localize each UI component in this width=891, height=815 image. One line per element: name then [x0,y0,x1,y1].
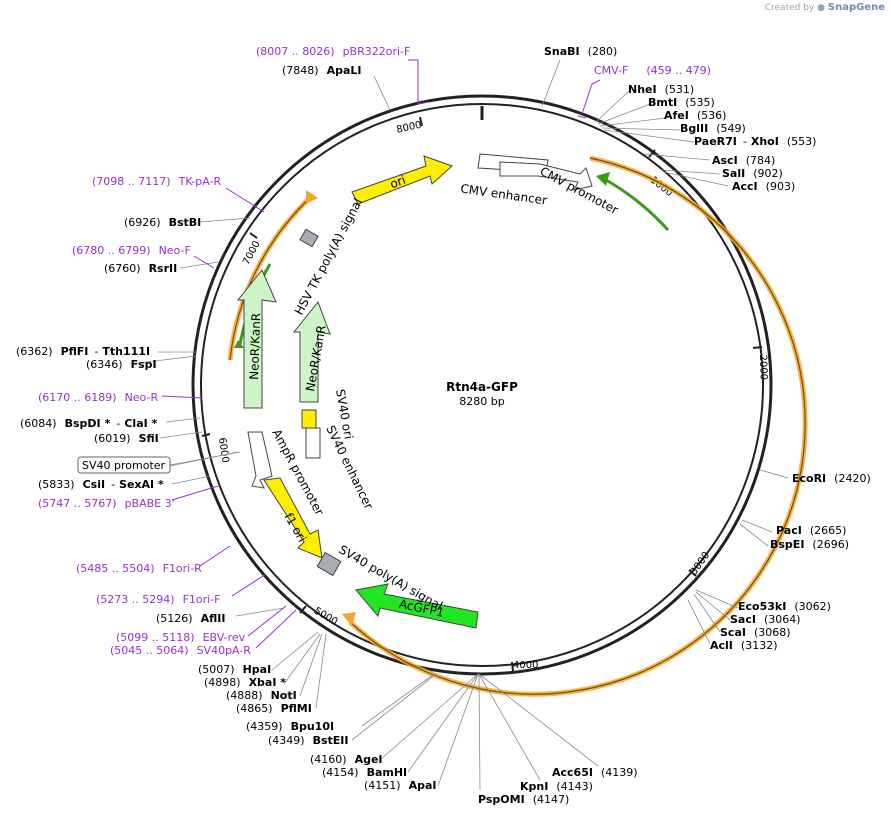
enzyme-acc65i: Acc65I(4139) [552,766,638,779]
enzyme-pflfi-tth111i: (6362)PflFI-Tth111I [16,345,150,358]
sv40-promoter-label: SV40 promoter [82,459,166,472]
enzyme-hpai: (5007)HpaI [198,663,271,676]
primer-ebv-rev: (5099 .. 5118)EBV-rev [116,631,246,644]
enzyme-fspi: (6346)FspI [86,358,157,371]
primer-neo-r: (6170 .. 6189)Neo-R [38,391,158,404]
primer-pbr322ori-f: (8007 .. 8026)pBR322ori-F [256,45,410,58]
primer-f1ori-f: (5273 .. 5294)F1ori-F [96,593,221,606]
enzyme-bstbi: (6926)BstBI [124,216,201,229]
enzyme-ecori: EcoRI(2420) [792,472,871,485]
enzyme-pspomi: PspOMI(4147) [478,793,569,806]
backbone-outer [191,94,773,676]
enzyme-bsteii: (4349)BstEII [268,734,348,747]
orf-arc-left-core [229,195,313,361]
orf-green-arrowhead-right [596,172,610,186]
enzyme-afei: AfeI(536) [664,109,726,122]
enzyme-apali: (7848)ApaLI [282,64,362,77]
label-ori: ori [388,173,407,191]
orf-arc-right-core [349,157,806,695]
enzyme-nhei: NheI(531) [628,83,694,96]
label-cmv-promoter: CMV promoter [538,164,621,217]
enzyme-aflii: (5126)AflII [156,612,225,625]
enzyme-asci: AscI(784) [712,154,775,167]
enzymes-bottom: Acc65I(4139) KpnI(4143) PspOMI(4147) [478,766,638,806]
enzyme-sfii: (6019)SfiI [94,432,159,445]
orf-arrowhead-bottom [342,612,356,626]
enzyme-bspei: BspEI(2696) [770,538,849,551]
enzymes-left: (7848)ApaLI (6926)BstBI (6760)RsrII (636… [16,64,436,792]
enzyme-csii-sexai: (5833)CsiI-SexAI * [38,478,164,491]
primer-tk-pa-r: (7098 .. 7117)TK-pA-R [92,175,222,188]
enzyme-rsrii: (6760)RsrII [104,262,177,275]
enzyme-bamhi: (4154)BamHI [322,766,407,779]
feature-sv40-polya [316,551,342,577]
enzyme-xbai: (4898)XbaI * [204,676,286,689]
enzyme-agei: (4160)AgeI [310,753,383,766]
orf-green-arrowhead-left [234,340,244,348]
enzyme-bglii: BglII(549) [680,122,746,135]
orf-arrowhead-left [306,190,318,204]
label-hsv-tk-polya: HSV TK poly(A) signal [292,196,365,317]
enzyme-sali: SalI(902) [722,167,783,180]
enzyme-bmti: BmtI(535) [648,96,715,109]
watermark-brand: SnapGene [827,2,885,13]
feature-neor-kanr-outer [236,269,277,409]
tick-8000: 8000 [395,120,422,136]
enzyme-apai: (4151)ApaI [364,779,436,792]
enzyme-noti: (4888)NotI [226,689,297,702]
feature-f1-ori [263,477,323,559]
feature-ampr-promoter [247,431,273,489]
watermark-prefix: Created by [764,3,815,13]
feature-hsv-tk-polya [299,228,319,248]
feature-ori [351,155,453,205]
feature-acgfp1 [355,583,479,629]
snapgene-watermark: Created by ● SnapGene [765,2,885,13]
primers: (8007 .. 8026)pBR322ori-F CMV-F(459 .. 4… [38,45,711,657]
backbone-inner [200,103,764,667]
feature-neor-kanr-inner [292,301,331,403]
primer-neo-f: (6780 .. 6799)Neo-F [72,244,191,257]
enzyme-snabi: SnaBI(280) [544,45,617,58]
orf-green-arrow-right [605,178,670,232]
sv40-promoter-box: SV40 promoter [77,451,241,474]
primer-pbabe-3: (5747 .. 5767)pBABE 3' [38,497,175,510]
tick-4000: 4000 [513,660,538,671]
plasmid-length: 8280 bp [459,395,504,408]
feature-sv40-ori [301,409,317,429]
feature-sv40-enhancer [305,427,321,459]
enzyme-acli: AclI(3132) [710,639,777,652]
tick-5000: 5000 [312,606,340,628]
enzyme-bpu10i: (4359)Bpu10I [246,720,334,733]
enzyme-scai: ScaI(3068) [720,626,791,639]
enzymes-right: SnaBI(280) NheI(531) BmtI(535) AfeI(536)… [544,45,871,652]
snapgene-logo-icon: ● [817,3,825,13]
tick-6000: 6000 [216,437,230,464]
enzyme-paci: PacI(2665) [776,524,846,537]
enzyme-pflmi: (4865)PflMI [236,702,312,715]
enzyme-acci: AccI(903) [732,180,795,193]
enzyme-leaders [129,59,789,791]
label-cmv-enhancer-static: CMV enhancer [460,182,548,208]
enzyme-saci: SacI(3064) [730,613,801,626]
label-neor-kanr-outer: NeoR/KanR [247,313,263,380]
plasmid-name: Rtn4a-GFP [446,380,518,394]
tick-2000: 2000 [757,354,769,380]
enzyme-kpni: KpnI(4143) [520,780,593,793]
primer-leaders [161,59,601,649]
enzyme-eco53ki: Eco53kI(3062) [738,600,831,613]
enzyme-paer7i-xhoi: PaeR7I-XhoI(553) [694,135,816,148]
primer-cmv-f: CMV-F(459 .. 479) [594,64,711,77]
enzyme-bspdi-clai: (6084)BspDI*-ClaI * [20,417,158,430]
feature-cmv-promoter [499,161,593,191]
primer-sv40pa-r: (5045 .. 5064)SV40pA-R [110,644,251,657]
primer-f1ori-r: (5485 .. 5504)F1ori-R [76,562,202,575]
